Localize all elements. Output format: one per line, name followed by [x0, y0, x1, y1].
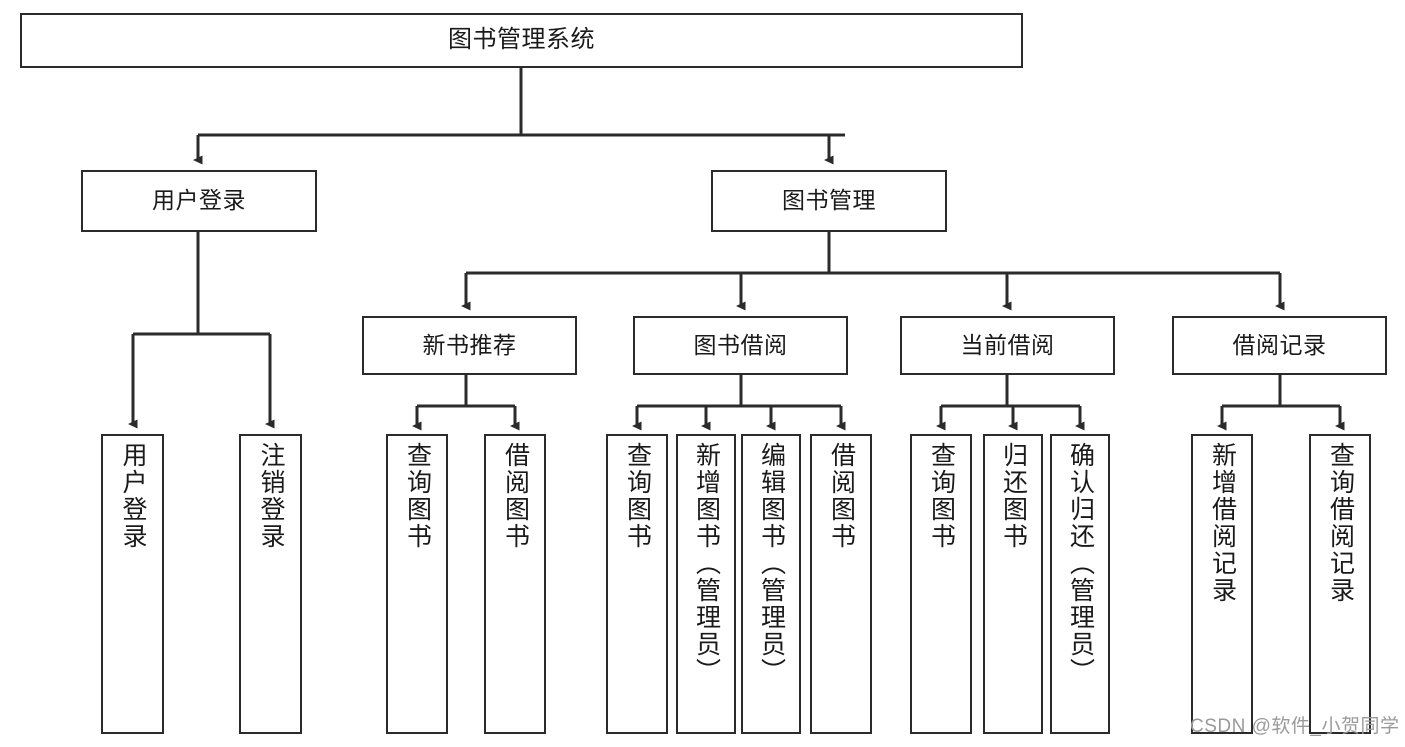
node-new-book-rec[interactable]: 新书推荐 [362, 316, 577, 375]
watermark: CSDN @软件_小贺同学 [1190, 716, 1400, 737]
node-borrow-record[interactable]: 借阅记录 [1172, 316, 1387, 375]
node-root[interactable]: 图书管理系统 [20, 13, 1023, 68]
node-current-borrow-label: 当前借阅 [960, 331, 1055, 358]
node-leaf-query-book-2[interactable]: 查询图书 [606, 434, 668, 734]
node-book-admin-label: 图书管理 [782, 187, 876, 214]
node-book-borrow[interactable]: 图书借阅 [633, 316, 848, 375]
node-leaf-add-book[interactable]: 新增图书（管理员） [676, 434, 736, 734]
node-leaf-borrow-book-2-label: 借阅图书 [827, 442, 856, 550]
node-leaf-borrow-book-1[interactable]: 借阅图书 [484, 434, 546, 734]
node-user-login-label: 用户登录 [152, 187, 246, 214]
node-borrow-record-label: 借阅记录 [1232, 331, 1327, 358]
node-leaf-logout-label: 注销登录 [257, 442, 285, 550]
node-leaf-return-book-label: 归还图书 [999, 442, 1028, 550]
node-leaf-query-book-3[interactable]: 查询图书 [910, 434, 972, 734]
node-leaf-query-book-1[interactable]: 查询图书 [386, 434, 448, 734]
node-leaf-user-login[interactable]: 用户登录 [101, 434, 164, 734]
node-leaf-return-book[interactable]: 归还图书 [983, 434, 1043, 734]
node-leaf-confirm-return[interactable]: 确认归还（管理员） [1050, 434, 1110, 734]
node-leaf-user-login-label: 用户登录 [119, 442, 147, 550]
node-leaf-add-book-label: 新增图书（管理员） [692, 442, 721, 685]
node-leaf-edit-book[interactable]: 编辑图书（管理员） [741, 434, 801, 734]
node-leaf-query-record[interactable]: 查询借阅记录 [1309, 434, 1371, 734]
node-leaf-add-record-label: 新增借阅记录 [1208, 442, 1237, 604]
node-leaf-add-record[interactable]: 新增借阅记录 [1191, 434, 1253, 734]
node-root-label: 图书管理系统 [448, 26, 595, 54]
node-leaf-query-book-1-label: 查询图书 [403, 442, 432, 550]
node-leaf-query-book-2-label: 查询图书 [623, 442, 652, 550]
node-leaf-query-record-label: 查询借阅记录 [1326, 442, 1355, 604]
node-book-admin[interactable]: 图书管理 [711, 170, 947, 232]
node-current-borrow[interactable]: 当前借阅 [900, 316, 1115, 375]
node-book-borrow-label: 图书借阅 [693, 331, 788, 358]
node-leaf-borrow-book-2[interactable]: 借阅图书 [810, 434, 872, 734]
node-leaf-confirm-return-label: 确认归还（管理员） [1066, 442, 1095, 685]
node-leaf-query-book-3-label: 查询图书 [927, 442, 956, 550]
node-user-login[interactable]: 用户登录 [81, 170, 317, 232]
node-leaf-edit-book-label: 编辑图书（管理员） [757, 442, 786, 685]
node-new-book-rec-label: 新书推荐 [422, 331, 517, 358]
node-leaf-borrow-book-1-label: 借阅图书 [501, 442, 530, 550]
node-leaf-logout[interactable]: 注销登录 [239, 434, 302, 734]
